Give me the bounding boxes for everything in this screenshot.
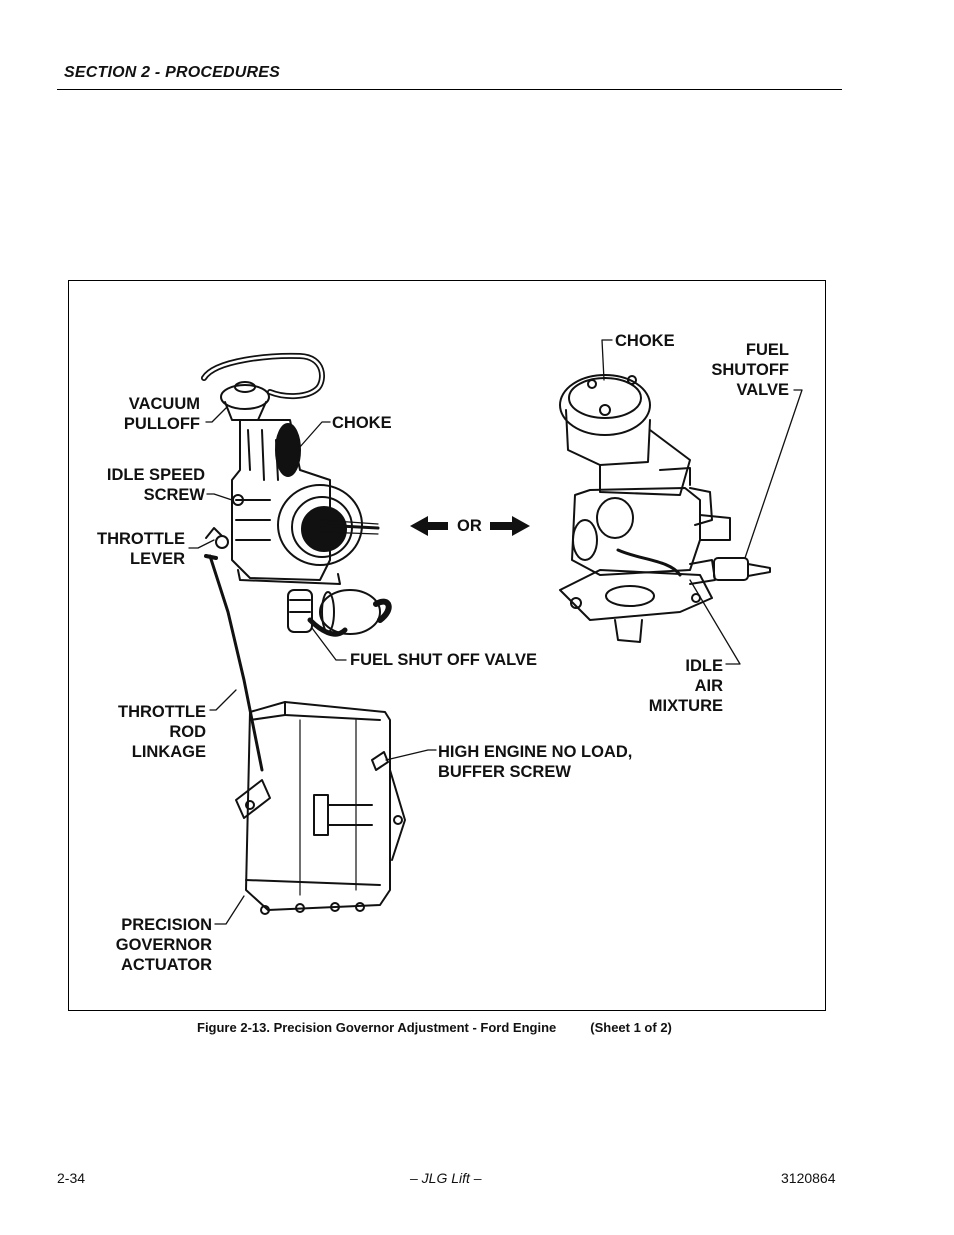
label-idle-speed-screw: IDLE SPEED SCREW (90, 465, 205, 505)
label-fuel-shutoff-valve-right: FUEL SHUTOFF VALVE (690, 340, 789, 400)
label-line: SHUTOFF (711, 361, 789, 379)
label-high-engine-no-load: HIGH ENGINE NO LOAD, BUFFER SCREW (438, 742, 632, 782)
label-line: THROTTLE (118, 703, 206, 721)
label-line: MIXTURE (648, 697, 723, 715)
label-line: VALVE (736, 381, 789, 399)
label-choke-left: CHOKE (332, 414, 392, 432)
label-line: THROTTLE (97, 530, 185, 548)
label-line: GOVERNOR (115, 936, 212, 954)
label-line: LINKAGE (131, 743, 206, 761)
label-fuel-shut-off-valve: FUEL SHUT OFF VALVE (350, 651, 538, 669)
document-number: 3120864 (781, 1170, 836, 1186)
header-rule (57, 89, 842, 90)
figure-caption: Figure 2-13. Precision Governor Adjustme… (197, 1020, 672, 1035)
label-line: VACUUM (128, 395, 200, 413)
label-line: PULLOFF (123, 415, 200, 433)
footer-publisher: – JLG Lift – (410, 1170, 482, 1186)
section-title: SECTION 2 - PROCEDURES (64, 64, 280, 81)
label-line: HIGH ENGINE NO LOAD, (438, 743, 633, 761)
label-line: PRECISION (121, 916, 212, 934)
left-carburetor-drawing (201, 352, 392, 637)
leader-lines (188, 339, 803, 925)
label-line: LEVER (129, 550, 185, 568)
caption-sheet: (Sheet 1 of 2) (590, 1020, 672, 1035)
label-line: ACTUATOR (120, 956, 212, 974)
caption-text: Figure 2-13. Precision Governor Adjustme… (197, 1020, 557, 1035)
label-precision-governor-actuator: PRECISION GOVERNOR ACTUATOR (100, 915, 212, 975)
governor-actuator-drawing (235, 701, 406, 915)
label-line: BUFFER SCREW (438, 763, 571, 781)
label-throttle-rod-linkage: THROTTLE ROD LINKAGE (100, 702, 206, 762)
label-line: IDLE (685, 657, 723, 675)
label-line: FUEL (745, 341, 789, 359)
label-throttle-lever: THROTTLE LEVER (80, 529, 185, 569)
or-arrows (410, 516, 530, 536)
throttle-rod-drawing (204, 554, 264, 772)
label-idle-air-mixture: IDLE AIR MIXTURE (630, 656, 723, 716)
right-carburetor-drawing (559, 374, 771, 643)
label-vacuum-pulloff: VACUUM PULLOFF (104, 394, 200, 434)
figure-frame (68, 280, 826, 1011)
label-or: OR (457, 517, 482, 535)
label-line: AIR (694, 677, 723, 695)
label-choke-right: CHOKE (615, 332, 675, 350)
label-line: SCREW (143, 486, 205, 504)
label-line: IDLE SPEED (106, 466, 205, 484)
label-line: ROD (169, 723, 206, 741)
page-number: 2-34 (57, 1170, 86, 1186)
